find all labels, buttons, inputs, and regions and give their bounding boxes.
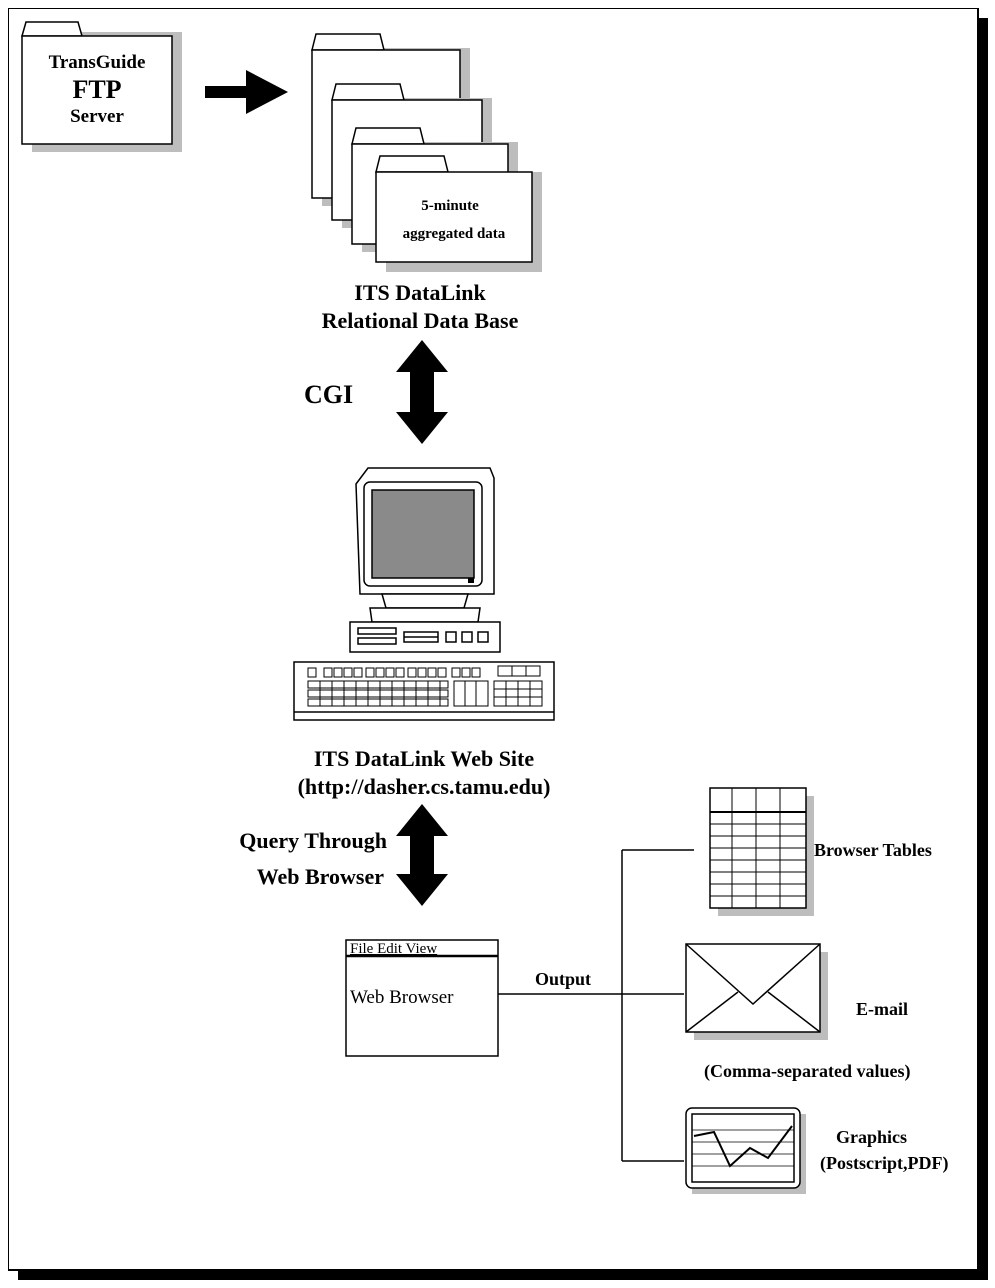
output-connectors <box>498 849 694 1162</box>
graphics-label: Graphics <box>836 1127 907 1147</box>
data-folder-stack: 5-minute aggregated data <box>311 33 542 272</box>
browser-menu: File Edit View <box>350 941 437 957</box>
browser-label: Web Browser <box>350 987 454 1008</box>
web-browser-window: File Edit View Web Browser <box>345 939 499 1057</box>
email-note: (Comma-separated values) <box>704 1061 910 1082</box>
database-title-line2: Relational Data Base <box>322 308 519 333</box>
envelope-icon <box>685 943 828 1040</box>
computer-icon <box>293 467 555 721</box>
database-title-line1: ITS DataLink <box>354 280 486 305</box>
ftp-server-line1: TransGuide <box>49 52 146 73</box>
graphics-icon <box>685 1107 806 1194</box>
transfer-arrow <box>205 70 288 114</box>
query-label-line1: Query Through <box>239 828 387 853</box>
ftp-server-folder: TransGuide FTP Server <box>21 21 182 152</box>
table-icon <box>709 787 814 916</box>
website-title-line2: (http://dasher.cs.tamu.edu) <box>298 774 551 799</box>
email-label: E-mail <box>856 999 908 1019</box>
cgi-double-arrow <box>396 340 448 444</box>
ftp-server-line3: Server <box>70 106 124 127</box>
cgi-label: CGI <box>304 380 353 409</box>
data-folder-line1: 5-minute <box>421 198 479 214</box>
graphics-note: (Postscript,PDF) <box>820 1153 948 1174</box>
data-folder-line2: aggregated data <box>403 226 506 242</box>
browser-tables-label: Browser Tables <box>814 840 932 860</box>
ftp-server-line2: FTP <box>72 75 121 104</box>
query-label-line2: Web Browser <box>257 864 385 889</box>
diagram-frame: TransGuide FTP Server 5-minute aggregate… <box>8 8 988 1280</box>
query-double-arrow <box>396 804 448 906</box>
output-label: Output <box>535 969 591 989</box>
website-title-line1: ITS DataLink Web Site <box>314 746 535 771</box>
